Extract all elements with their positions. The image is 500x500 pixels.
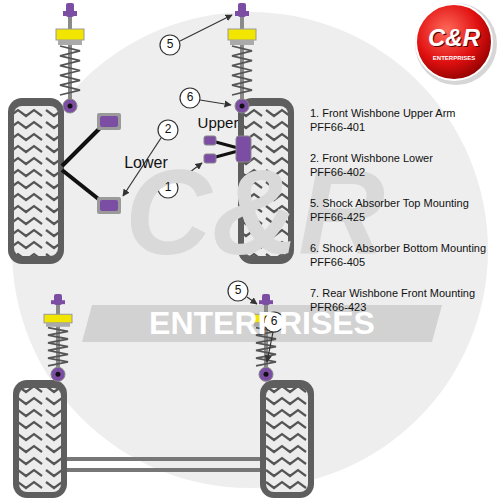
logo-name: ENTERPRISES [433,55,475,62]
part-number: PFF66-405 [310,256,365,268]
watermark-band [82,305,442,342]
part-number: PFF66-425 [310,211,365,223]
callout-number: 5 [235,284,242,297]
callout-number: 6 [187,91,194,104]
part-name: 2. Front Wishbone Lower [310,152,433,164]
part-number: PFR66-423 [310,301,366,313]
callout-number: 5 [167,38,174,51]
callout-number: 1 [165,181,172,194]
watermark-disc [12,12,488,488]
rear-axle [13,380,314,498]
part-name: 7. Rear Wishbone Front Mounting [310,287,475,299]
part-number: PFF66-402 [310,166,365,178]
part-label: Upper [198,115,239,132]
part-label: Lower [124,154,168,172]
part-name: 6. Shock Absorber Bottom Mounting [310,242,486,254]
logo-disc [416,4,492,80]
callout-number: 6 [271,315,278,328]
part-name: 5. Shock Absorber Top Mounting [310,197,469,209]
part-name: 1. Front Wishbone Upper Arm [310,107,456,119]
logo-shadow [415,3,497,85]
logo-mark: C&R [428,25,480,51]
part-number: PFF66-401 [310,121,365,133]
callout-number: 2 [165,123,172,136]
lower-wishbone [62,113,121,214]
